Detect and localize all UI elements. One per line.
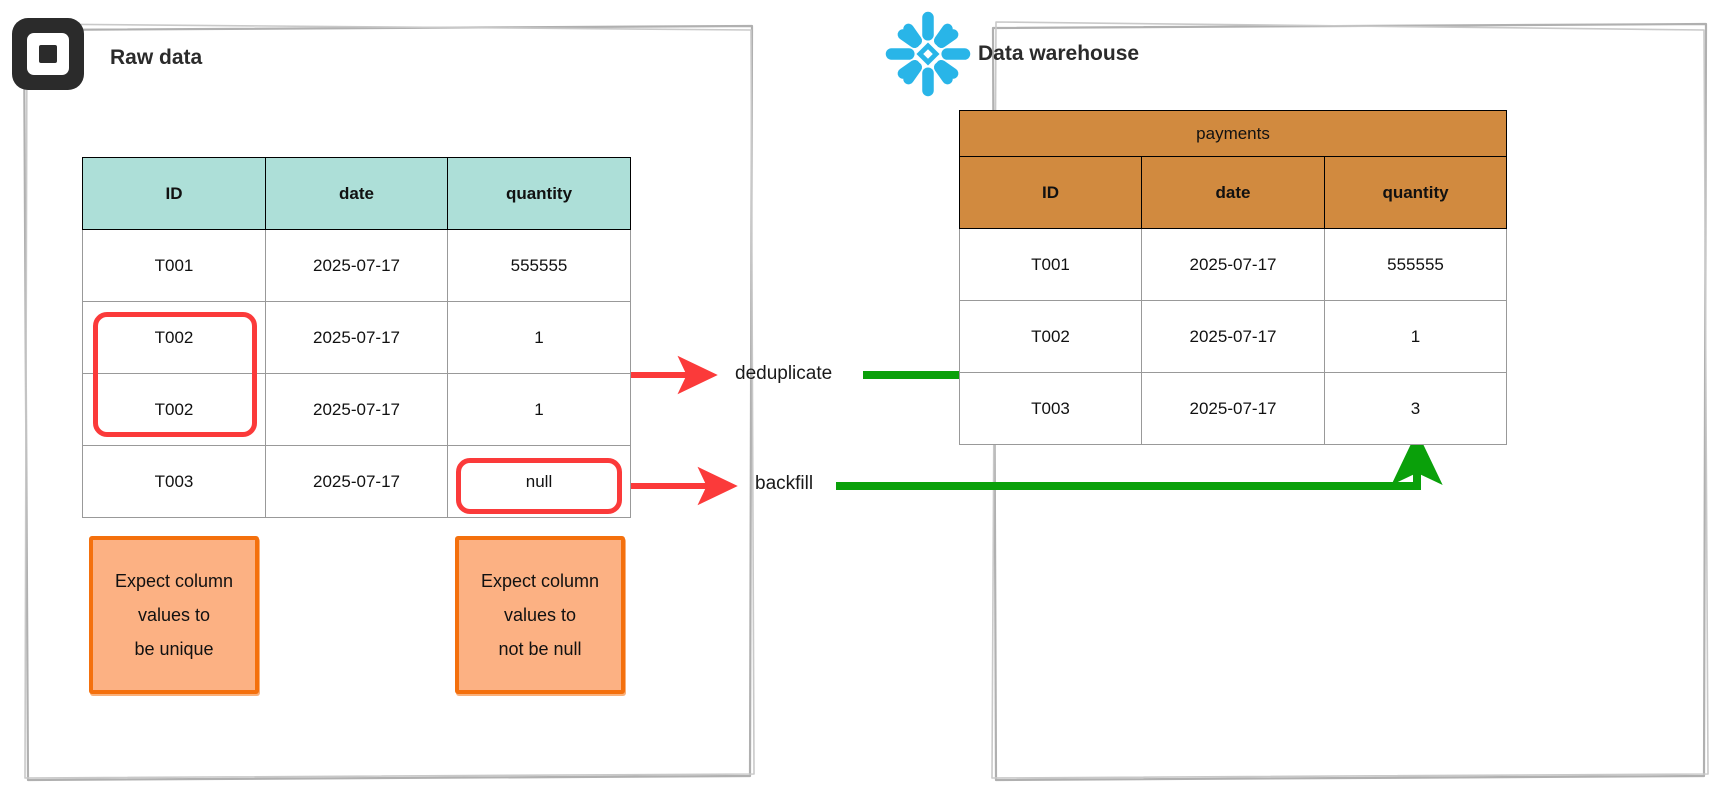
warehouse-col-header-quantity: quantity [1323, 156, 1508, 229]
table-row: T002 2025-07-17 1 [82, 373, 631, 446]
table-row: T002 2025-07-17 1 [959, 300, 1508, 373]
raw-table-header-row: ID date quantity [82, 157, 631, 230]
raw-cell-quantity: null [447, 445, 631, 518]
square-logo-icon [12, 18, 84, 90]
warehouse-col-header-id: ID [959, 156, 1142, 229]
raw-col-header-quantity: quantity [447, 157, 631, 230]
warehouse-table-name: payments [958, 110, 1508, 157]
warehouse-col-header-date: date [1141, 156, 1325, 229]
warehouse-payments-table: payments ID date quantity T001 2025-07-1… [958, 110, 1508, 445]
table-row: T002 2025-07-17 1 [82, 301, 631, 374]
sticky-note-not-null: Expect column values to not be null [455, 536, 625, 694]
panel-title-data-warehouse: Data warehouse [978, 42, 1140, 65]
sticky-not-null-line-2: values to [503, 605, 577, 625]
warehouse-cell-id: T001 [959, 228, 1142, 301]
raw-cell-quantity: 1 [447, 373, 631, 446]
sticky-unique-line-3: be unique [134, 639, 214, 659]
raw-cell-id: T001 [82, 229, 266, 302]
warehouse-cell-id: T002 [959, 300, 1142, 373]
warehouse-cell-date: 2025-07-17 [1141, 228, 1325, 301]
square-logo-core [39, 45, 57, 63]
sticky-not-null-line-1: Expect column [480, 571, 600, 591]
raw-cell-quantity: 555555 [447, 229, 631, 302]
sticky-not-null-line-3: not be null [498, 639, 582, 659]
square-logo-inner [27, 33, 69, 75]
raw-cell-date: 2025-07-17 [265, 445, 448, 518]
table-row: T001 2025-07-17 555555 [82, 229, 631, 302]
snowflake-logo-icon [885, 11, 971, 97]
warehouse-cell-date: 2025-07-17 [1141, 372, 1325, 445]
sticky-note-unique: Expect column values to be unique [89, 536, 259, 694]
raw-col-header-date: date [265, 157, 448, 230]
raw-data-table: ID date quantity T001 2025-07-17 555555 … [82, 157, 631, 518]
raw-cell-id: T002 [82, 373, 266, 446]
warehouse-cell-quantity: 555555 [1323, 228, 1508, 301]
raw-cell-date: 2025-07-17 [265, 229, 448, 302]
table-row: T003 2025-07-17 null [82, 445, 631, 518]
edge-label-deduplicate: deduplicate [735, 363, 833, 384]
raw-cell-date: 2025-07-17 [265, 373, 448, 446]
warehouse-table-header-row: ID date quantity [959, 156, 1508, 229]
warehouse-cell-quantity: 3 [1323, 372, 1508, 445]
sticky-unique-line-2: values to [137, 605, 211, 625]
edge-label-backfill: backfill [755, 473, 814, 494]
raw-cell-id: T002 [82, 301, 266, 374]
raw-cell-quantity: 1 [447, 301, 631, 374]
raw-cell-date: 2025-07-17 [265, 301, 448, 374]
sticky-unique-line-1: Expect column [114, 571, 234, 591]
warehouse-table-caption-row: payments [958, 110, 1508, 157]
raw-col-header-id: ID [82, 157, 266, 230]
table-row: T003 2025-07-17 3 [959, 372, 1508, 445]
panel-title-raw-data: Raw data [110, 46, 203, 69]
warehouse-cell-id: T003 [959, 372, 1142, 445]
warehouse-cell-quantity: 1 [1323, 300, 1508, 373]
edge-backfill-to-warehouse [836, 431, 1443, 490]
warehouse-cell-date: 2025-07-17 [1141, 300, 1325, 373]
table-row: T001 2025-07-17 555555 [959, 228, 1508, 301]
raw-cell-id: T003 [82, 445, 266, 518]
